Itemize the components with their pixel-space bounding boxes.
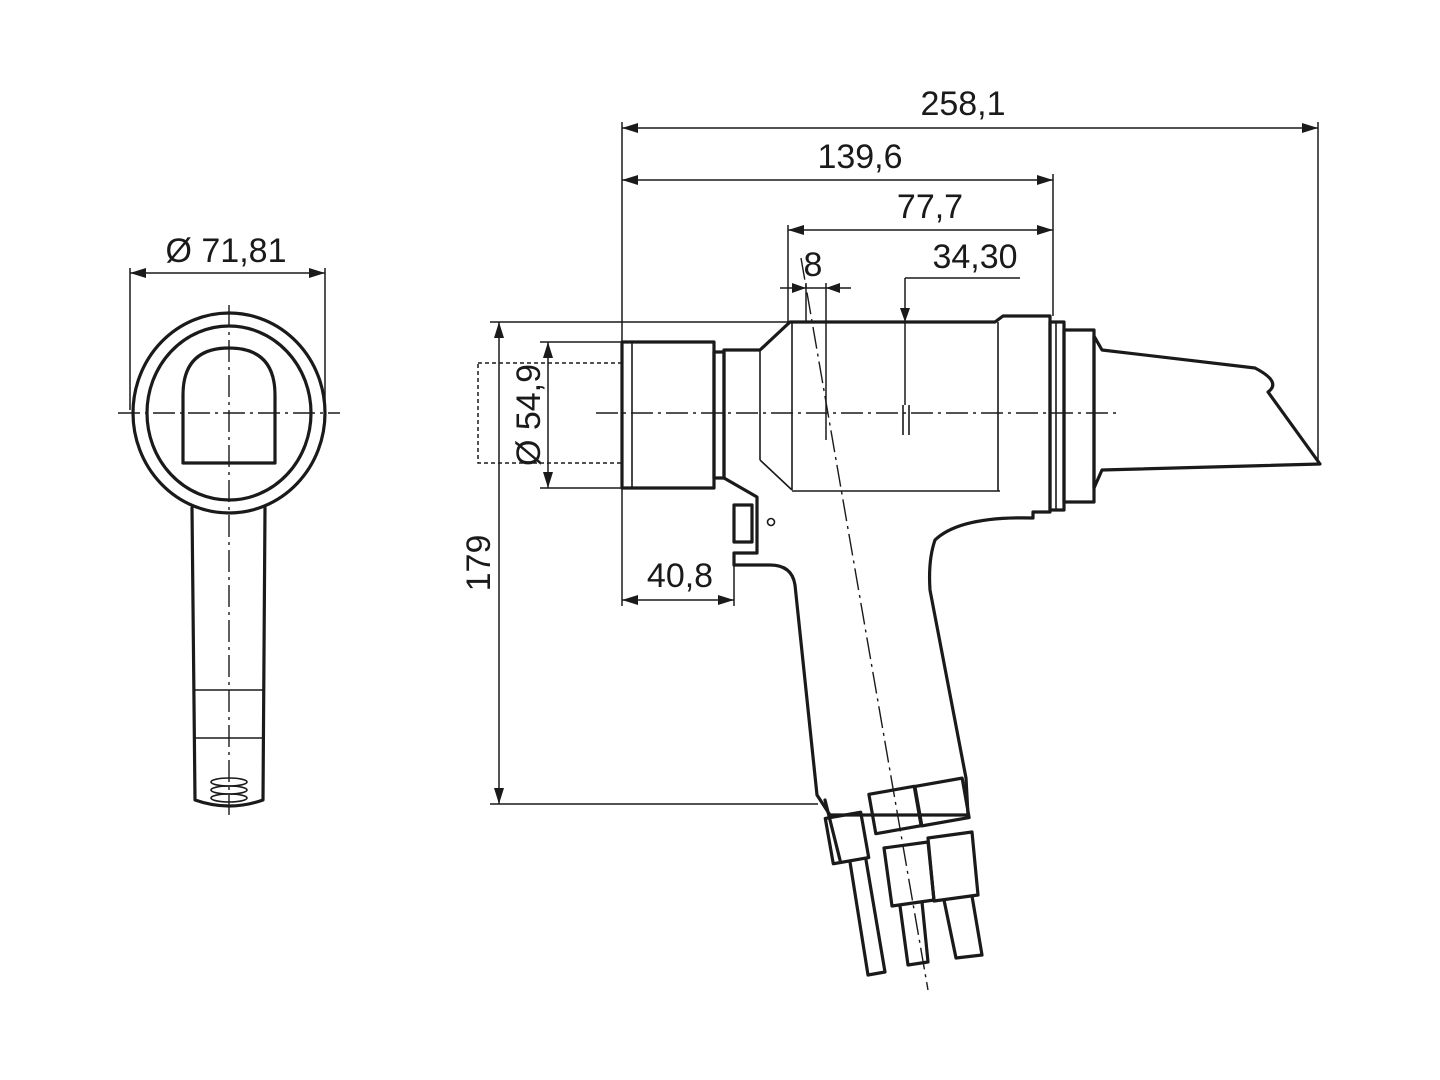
dim-arrow [494,788,504,804]
handle-axis-line [800,257,929,991]
front-view: Ø 71,81 [118,232,340,815]
side-dimensions: 258,1 139,6 77,7 8 34,30 Ø 54,9 [460,85,1319,805]
dim-arrow [130,268,146,278]
hose-fitting-2 [867,784,923,836]
dim-label-front-diameter: Ø 71,81 [166,232,287,270]
tool-body-outline [722,314,1052,817]
dim-arrow [309,268,325,278]
hidden-nose-outline [477,362,623,464]
dim-arrow [1037,175,1053,185]
hose-fitting-1 [823,810,871,866]
dim-arrow [1302,123,1318,133]
dim-label-angle-offset: 8 [804,246,823,284]
hose-coupling-2 [926,830,980,903]
exhaust-ring-1 [1048,320,1066,512]
dim-label-overall-length: 258,1 [920,85,1005,123]
trigger-button [732,503,754,544]
dim-label-nose-diameter: Ø 54,9 [510,364,548,466]
hose-3 [942,894,984,960]
dim-arrow [718,595,734,605]
dim-arrow [1037,225,1053,235]
dim-label-centre-offset: 34,30 [932,238,1017,276]
muffler-deflector [1092,334,1322,490]
dim-arrow [543,472,553,488]
dim-arrow [826,283,840,293]
hose-coupling-1 [882,840,936,908]
dim-label-body-length: 77,7 [897,188,963,226]
side-view [477,257,1322,991]
trigger-pin [766,517,776,527]
hose-fitting [823,798,842,862]
hose-fitting-3 [913,776,971,828]
dim-arrow [622,595,638,605]
body-inner-line [759,459,793,491]
dim-arrow [622,175,638,185]
dim-label-overall-height: 179 [460,535,498,592]
dim-label-length-to-exhaust: 139,6 [817,138,902,176]
exhaust-ring-2 [1062,328,1096,504]
dim-arrow [622,123,638,133]
hose-2 [898,900,930,967]
dim-arrow [792,283,806,293]
dim-arrow [494,322,504,338]
dim-arrow [900,308,910,322]
hose-1 [848,858,887,977]
dim-arrow [788,225,804,235]
dim-arrow [543,342,553,358]
dim-label-nose-length: 40,8 [647,557,713,595]
nose-section [620,340,716,490]
